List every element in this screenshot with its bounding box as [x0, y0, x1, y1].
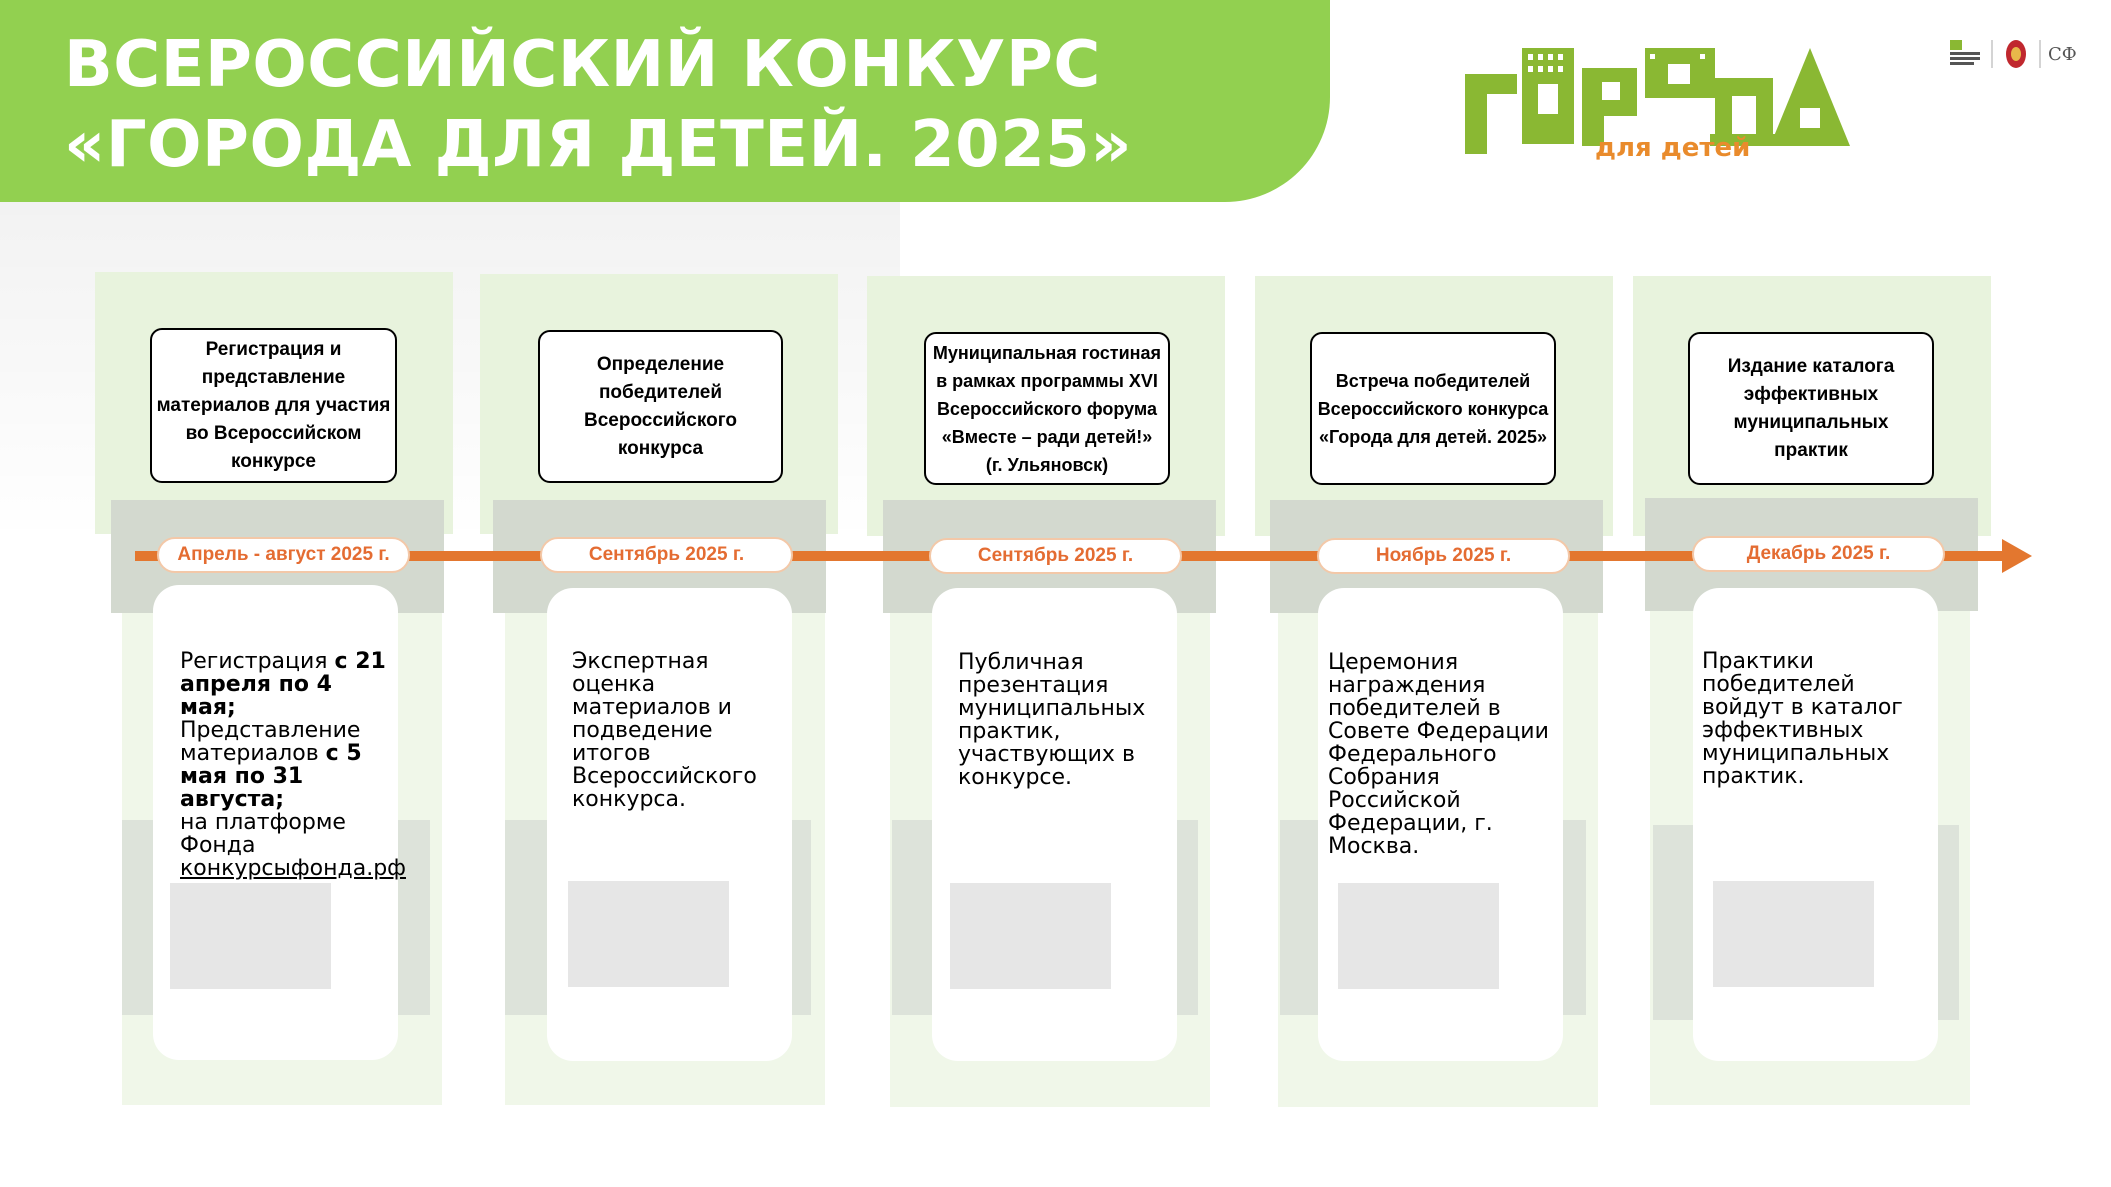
- page-title-line1: ВСЕРОССИЙСКИЙ КОНКУРС: [64, 28, 1101, 102]
- date-pill-4: Ноябрь 2025 г.: [1317, 538, 1570, 574]
- image-placeholder-4: [1338, 883, 1499, 989]
- partner-logos: СФ: [1948, 34, 2088, 74]
- step-title-3: Муниципальная гостиная в рамках программ…: [924, 332, 1170, 485]
- goroda-logo: для детей: [1460, 38, 1890, 168]
- desc-text-3: Публичная презентация муниципальных прак…: [958, 650, 1146, 790]
- date-pill-5: Декабрь 2025 г.: [1692, 536, 1945, 572]
- page-title-line2: «ГОРОДА ДЛЯ ДЕТЕЙ. 2025»: [64, 108, 1133, 182]
- platform-link[interactable]: конкурсыфонда.рф: [180, 856, 406, 881]
- fund-logo-icon: [1950, 40, 1980, 65]
- date-pill-1: Апрель - август 2025 г.: [157, 537, 410, 573]
- step-title-4: Встреча победителей Всероссийского конку…: [1310, 332, 1556, 485]
- date-pill-3: Сентябрь 2025 г.: [929, 538, 1182, 574]
- desc-text-5: Практики победителей войдут в каталог эф…: [1702, 649, 1903, 789]
- image-placeholder-3: [950, 883, 1111, 989]
- step-title-1: Регистрация и представление материалов д…: [150, 328, 397, 483]
- desc-text-4: Церемония награждения победителей в Сове…: [1328, 650, 1549, 859]
- sf-logo-icon: СФ: [2048, 44, 2077, 65]
- image-placeholder-1: [170, 883, 331, 989]
- desc-text-2: Экспертная оценка материалов и подведени…: [572, 649, 757, 812]
- timeline-arrow-icon: [2002, 539, 2032, 573]
- step-title-5: Издание каталога эффективных муниципальн…: [1688, 332, 1934, 485]
- header-banner: [0, 0, 1330, 202]
- svg-text:для детей: для детей: [1595, 133, 1750, 163]
- emblem-icon: [2006, 40, 2026, 68]
- date-pill-2: Сентябрь 2025 г.: [540, 537, 793, 573]
- desc-text-1: Регистрация с 21 апреля по 4 мая; Предст…: [180, 649, 406, 881]
- step-title-2: Определение победителей Всероссийского к…: [538, 330, 783, 483]
- image-placeholder-5: [1713, 881, 1874, 987]
- svg-text:СФ: СФ: [2048, 44, 2077, 65]
- image-placeholder-2: [568, 881, 729, 987]
